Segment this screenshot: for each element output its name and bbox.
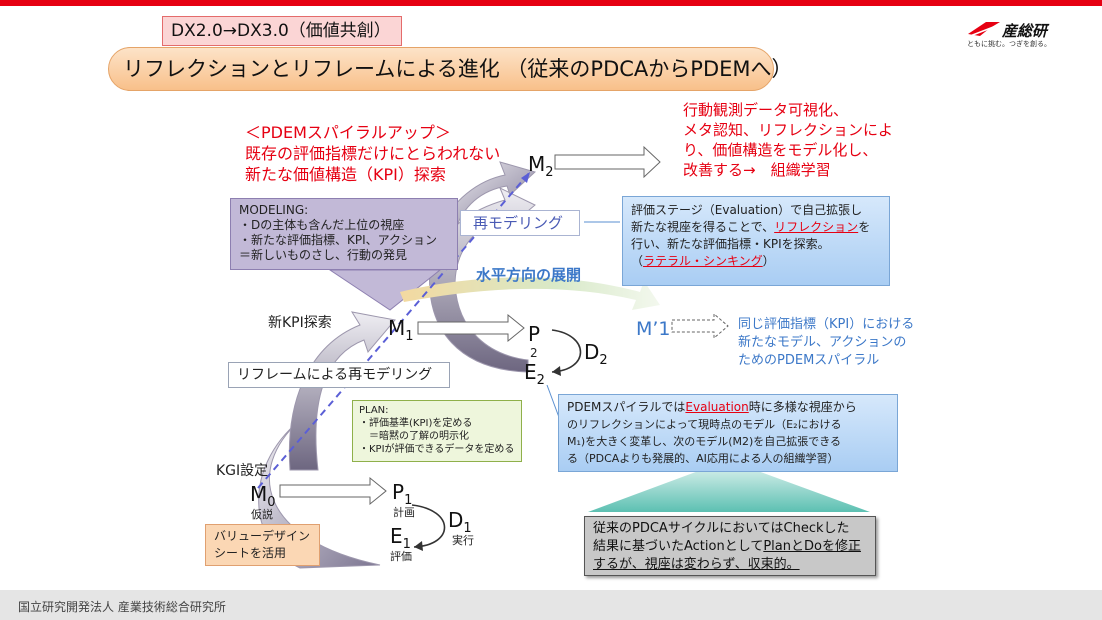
plan-item-2: ＝暗黙の了解の明示化 <box>369 431 469 442</box>
kgi-label: KGI設定 <box>216 463 269 479</box>
horizontal-expansion-arrow <box>400 277 660 310</box>
node-m0: M0 <box>250 482 276 510</box>
plan-item-1: ・評価基準(KPI)を定める <box>359 418 473 429</box>
new-kpi-label: 新KPI探索 <box>268 315 332 331</box>
pdem-line-3: M₁)を大きく変革し、次のモデル(M2)を自己拡張できる <box>567 435 842 448</box>
m0-to-p1-arrow <box>279 476 387 506</box>
loop-p1-d1-e1 <box>411 504 446 548</box>
evaluation-line-3: 行い、新たな評価指標・KPIを探索。 <box>631 237 830 251</box>
dx-tag: DX2.0→DX3.0（価値共創） <box>162 16 402 46</box>
value-design-box: バリューデザイン シートを活用 <box>205 524 320 566</box>
modeling-item-1: ・Dの主体も含んだ上位の視座 <box>239 218 405 232</box>
node-p1: P1 <box>392 480 413 508</box>
value-design-line-2: シートを活用 <box>214 546 287 560</box>
aist-logo-text: 産総研 <box>1002 22 1048 40</box>
spiral-arrow-up-left <box>288 311 396 471</box>
modeling-callout: MODELING: ・Dの主体も含んだ上位の視座 ・新たな評価指標、KPI、アク… <box>230 198 458 270</box>
evaluation-line-4c: ） <box>762 254 775 268</box>
node-p2: P <box>528 322 541 346</box>
plan-callout: PLAN: ・評価基準(KPI)を定める ＝暗黙の了解の明示化 ・KPIが評価で… <box>352 400 522 462</box>
aist-logo-tagline: ともに挑む。つぎを創る。 <box>967 40 1051 48</box>
horizontal-expansion-label: 水平方向の展開 <box>476 266 582 284</box>
org-learning-text-4: 改善する→ 組織学習 <box>683 161 831 179</box>
node-d2: D2 <box>584 340 608 368</box>
spiral-title: ＜PDEMスパイラルアップ＞ <box>245 123 451 142</box>
pdca-line-2b: PlanとDoを修正 <box>763 539 861 554</box>
aist-logo-icon <box>968 22 1000 37</box>
pdca-line-2a: 結果に基づいたActionとして <box>593 539 764 554</box>
org-learning-text-3: り、価値構造をモデル化し、 <box>683 141 878 159</box>
node-m2: M2 <box>528 152 554 180</box>
footer-org-name: 国立研究開発法人 産業技術総合研究所 <box>18 600 226 614</box>
org-learning-text-2: メタ認知、リフレクションによ <box>683 121 894 139</box>
remodeling-label: 再モデリング <box>460 210 580 236</box>
p1-caption: 計画 <box>393 506 415 519</box>
plan-item-3: ・KPIが評価できるデータを定める <box>359 444 515 455</box>
pdem-line-1a: PDEMスパイラルでは <box>567 400 686 414</box>
modeling-item-2: ・新たな評価指標、KPI、アクション <box>239 233 438 247</box>
pdem-spiral-diagram <box>257 145 870 569</box>
modeling-item-3: ＝新しいものさし、行動の発見 <box>239 248 408 262</box>
evaluation-callout: 評価ステージ（Evaluation）で自己拡張し 新たな視座を得ることで、リフレ… <box>622 196 890 286</box>
modeling-title: MODELING: <box>239 203 309 217</box>
reflection-term: リフレクション <box>774 220 859 234</box>
node-m1: M1 <box>388 316 414 344</box>
page-title: リフレクションとリフレームによる進化 （従来のPDCAからPDEMへ） <box>108 47 793 91</box>
m1prime-note-3: ためのPDEMスパイラル <box>738 353 880 368</box>
m1-to-p2-arrow <box>417 313 525 343</box>
m2-outline-arrow <box>554 145 661 179</box>
pdca-note: 従来のPDCAサイクルにおいてはCheckした 結果に基づいたActionとして… <box>584 516 876 576</box>
node-e2: E2 <box>524 360 545 388</box>
node-d1: D1 <box>448 508 472 536</box>
plan-title: PLAN: <box>359 405 389 416</box>
evaluation-term: Evaluation <box>685 400 749 414</box>
reframe-label: リフレームによる再モデリング <box>228 362 450 388</box>
pdem-callout: PDEMスパイラルではEvaluation時に多様な視座から のリフレクションに… <box>558 394 898 472</box>
node-e1: E1 <box>390 524 411 552</box>
emphasis-triangle <box>588 460 870 512</box>
pdca-line-3: するが、視座は変わらず、収束的。 <box>593 557 800 572</box>
e1-caption: 評価 <box>390 550 412 563</box>
node-p2-sub: 2 <box>530 346 538 360</box>
evaluation-line-2c: を <box>858 220 871 234</box>
evaluation-line-1: 評価ステージ（Evaluation）で自己拡張し <box>631 203 863 217</box>
pdem-connector <box>546 384 561 421</box>
spiral-subtitle-1: 既存の評価指標だけにとらわれない <box>245 144 501 163</box>
pdem-line-4: る（PDCAよりも発展的、AI応用による人の組織学習） <box>567 452 839 465</box>
node-m1-prime: M’1 <box>636 318 671 340</box>
m1prime-note-2: 新たなモデル、アクションの <box>738 335 907 350</box>
org-learning-text-1: 行動観測データ可視化、 <box>683 101 849 119</box>
pdem-line-1c: 時に多様な視座から <box>748 400 857 414</box>
evaluation-line-2a: 新たな視座を得ることで、 <box>631 220 775 234</box>
m1prime-note-1: 同じ評価指標（KPI）における <box>738 317 915 332</box>
spiral-subtitle-2: 新たな価値構造（KPI）探索 <box>245 165 446 184</box>
pdca-line-1: 従来のPDCAサイクルにおいてはCheckした <box>593 521 850 536</box>
top-red-bar <box>0 0 1102 6</box>
m1prime-dashed-arrow <box>671 312 729 340</box>
loop-p2-d2-e2 <box>551 329 582 373</box>
diagonal-dashed-line <box>257 171 531 489</box>
m0-caption: 仮説 <box>251 508 273 521</box>
m1prime-note: 同じ評価指標（KPI）における 新たなモデル、アクションの ためのPDEMスパイ… <box>738 316 914 370</box>
footer-bar <box>0 590 1102 620</box>
lateral-thinking-term: ラテラル・シンキング <box>643 254 763 268</box>
value-design-line-1: バリューデザイン <box>214 529 311 543</box>
pdem-line-2: のリフレクションによって現時点のモデル（E₂における <box>567 418 842 431</box>
evaluation-line-4a: （ <box>631 254 644 268</box>
d1-caption: 実行 <box>452 534 474 547</box>
